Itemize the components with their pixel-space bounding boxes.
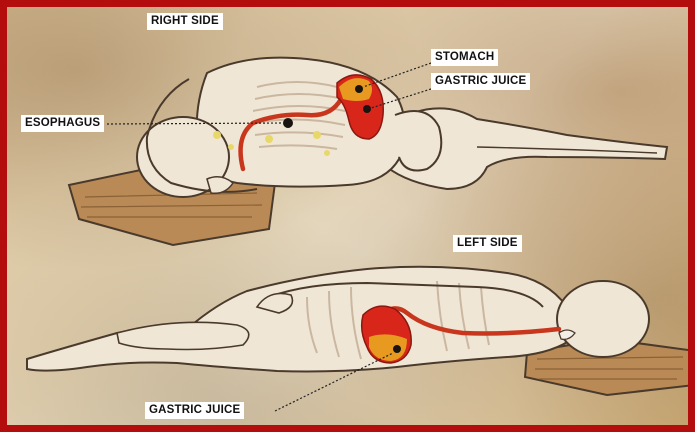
right-side-label: RIGHT SIDE [147,13,223,30]
esophagus-label: ESOPHAGUS [21,115,104,132]
bottom-figure-body [27,267,574,372]
bottom-figure-head [557,281,649,357]
right-side-figure [69,58,667,245]
gastric-juice-top-label: GASTRIC JUICE [431,73,530,90]
sleep-position-illustration [7,7,688,425]
left-side-label: LEFT SIDE [453,235,522,252]
stomach-label: STOMACH [431,49,498,66]
gastric-juice-bottom-label: GASTRIC JUICE [145,402,244,419]
diagram-canvas: RIGHT SIDE STOMACH GASTRIC JUICE ESOPHAG… [7,7,688,425]
left-side-figure [27,267,688,411]
